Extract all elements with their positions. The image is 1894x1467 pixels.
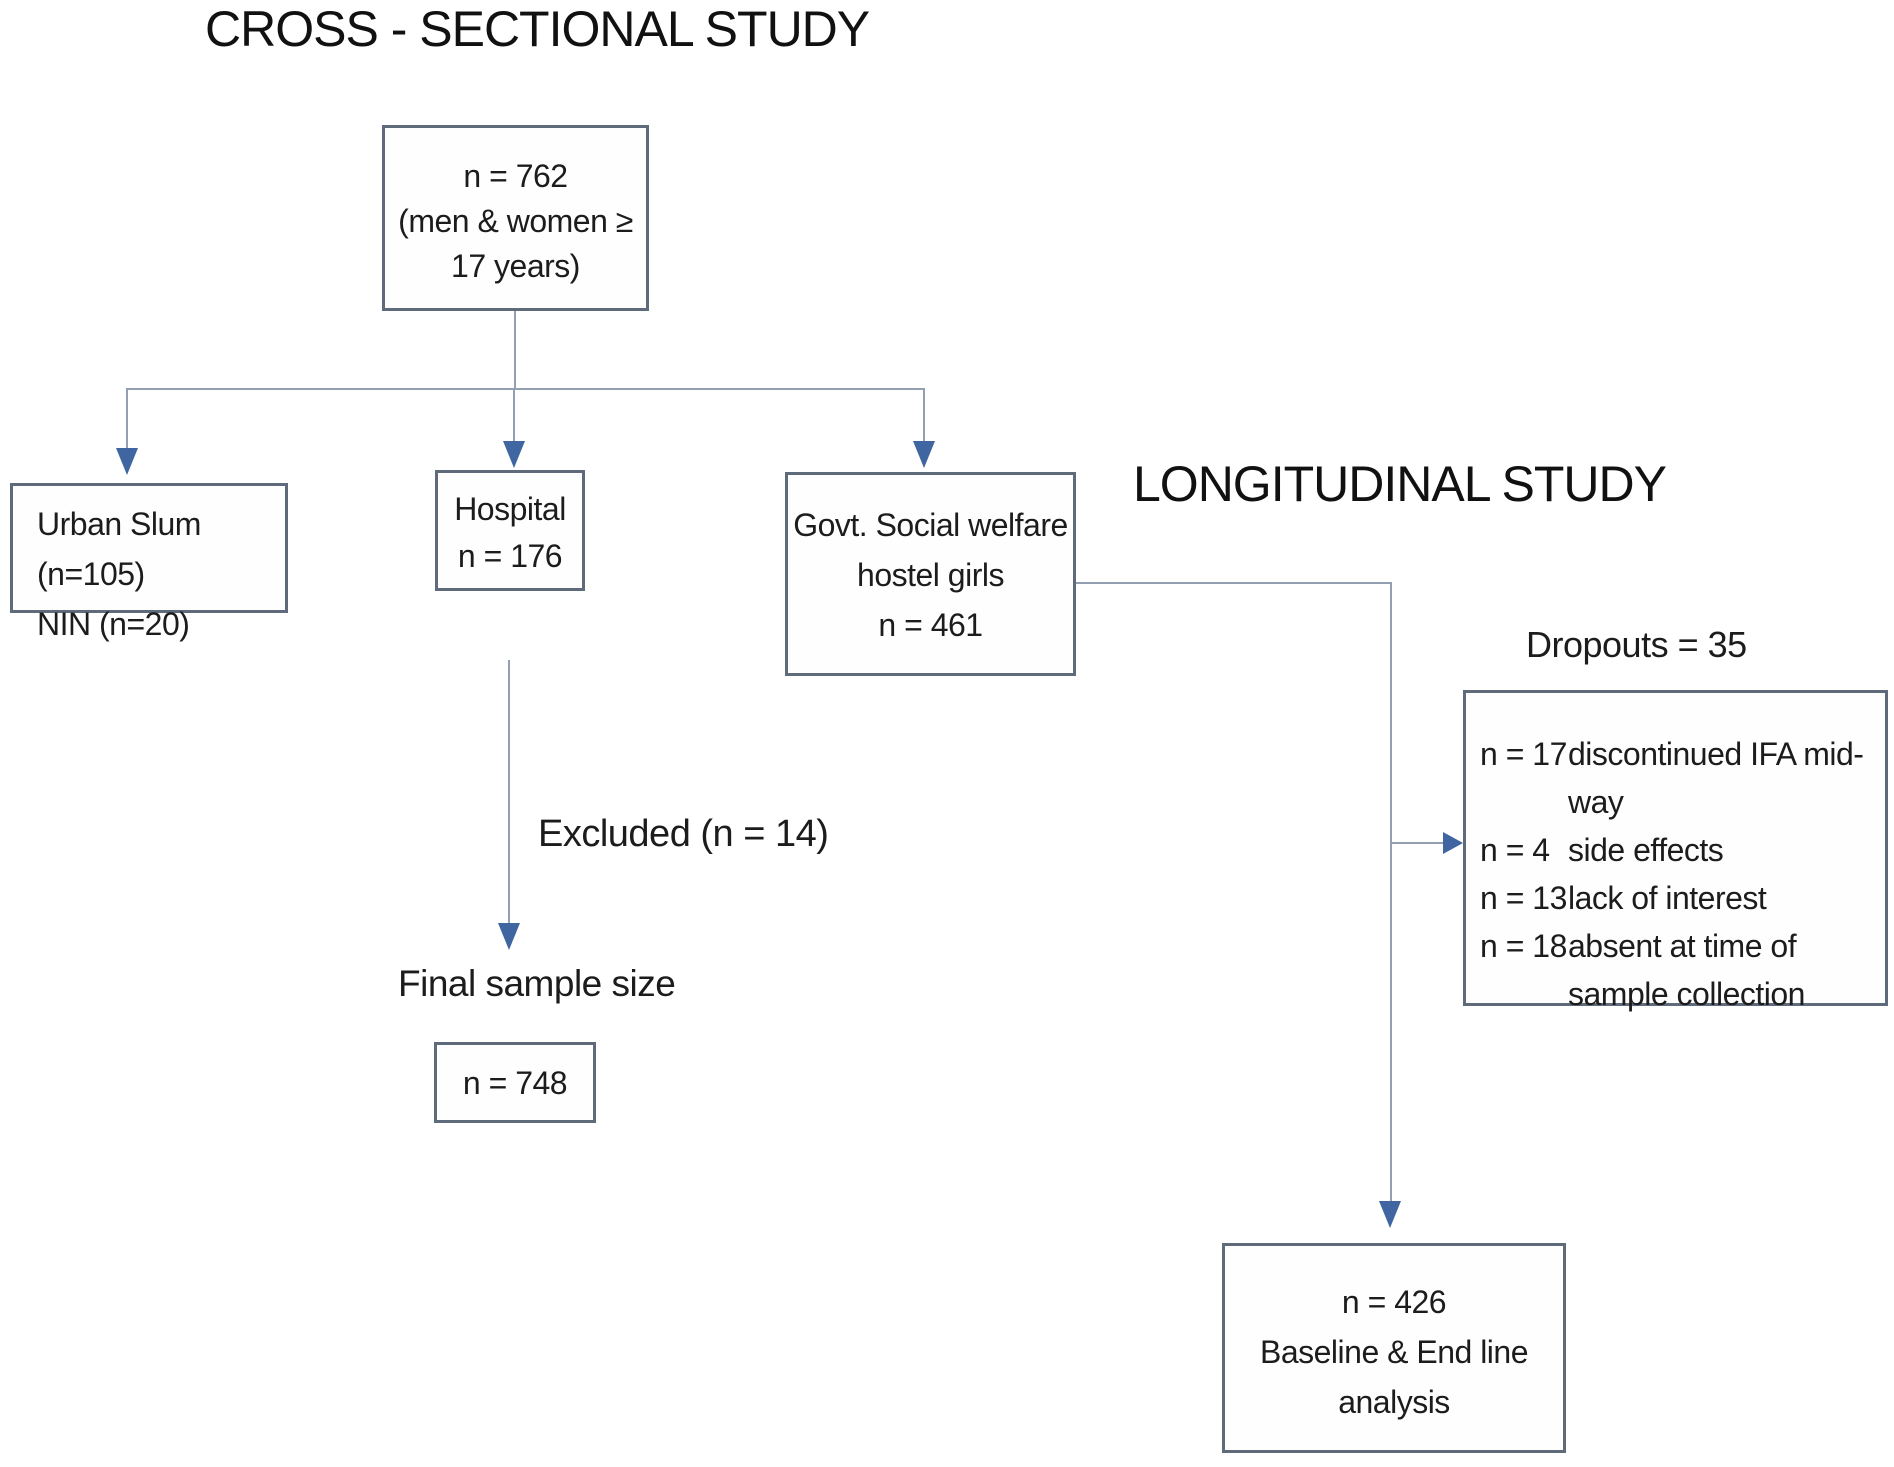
arrowhead-to-final-sample (498, 923, 520, 950)
arrowhead-to-baseline (1379, 1201, 1401, 1228)
dropout-row-n: n = 13 (1480, 880, 1567, 916)
hostel-girls-line2: hostel girls (857, 557, 1004, 593)
baseline-endline-box: n = 426 Baseline & End line analysis (1222, 1243, 1566, 1453)
arrowhead-to-hostel (913, 441, 935, 468)
cross-sectional-study-title: CROSS - SECTIONAL STUDY (205, 1, 870, 57)
longitudinal-study-title: LONGITUDINAL STUDY (1133, 456, 1667, 512)
connector-drop-hostel (923, 388, 925, 441)
dropout-row-reason: discontinued IFA mid-way (1568, 736, 1864, 820)
arrowhead-to-hospital (503, 441, 525, 468)
baseline-endline-line3: analysis (1338, 1384, 1450, 1420)
final-sample-n: n = 748 (462, 1065, 568, 1101)
hostel-girls-n: n = 461 (878, 607, 983, 643)
total-sample-box: n = 762 (men & women ≥ 17 years) (382, 125, 649, 311)
connector-drop-urban (126, 388, 128, 448)
dropout-row-n-empty (1480, 970, 1568, 1018)
final-sample-box: n = 748 (434, 1042, 596, 1123)
dropouts-box: n = 17 discontinued IFA mid-way n = 4 si… (1463, 690, 1888, 1012)
dropout-row: n = 18 absent at time of (1480, 922, 1875, 970)
hospital-box: Hospital n = 176 (435, 470, 585, 591)
connector-hospital-final (508, 660, 510, 923)
dropout-row-n: n = 17 (1480, 736, 1567, 772)
dropout-row-reason: lack of interest (1568, 880, 1767, 916)
dropouts-label: Dropouts = 35 (1526, 624, 1747, 665)
dropout-row: n = 17 discontinued IFA mid-way (1480, 730, 1875, 826)
arrowhead-to-dropouts (1443, 832, 1463, 854)
dropout-row-reason: side effects (1568, 832, 1724, 868)
connector-branch-bar (126, 388, 925, 390)
urban-slum-line2: NIN (n=20) (37, 606, 190, 642)
hostel-girls-line1: Govt. Social welfare (793, 507, 1068, 543)
connector-dropouts-branch (1390, 842, 1444, 844)
dropout-row-reason-cont: sample collection (1568, 976, 1805, 1012)
final-sample-size-label: Final sample size (398, 963, 676, 1004)
hospital-line2: n = 176 (457, 538, 563, 574)
dropout-row-continuation: sample collection (1480, 970, 1875, 1018)
dropout-row: n = 13 lack of interest (1480, 874, 1875, 922)
hospital-line1: Hospital (454, 491, 566, 527)
connector-longitudinal-stem (1390, 582, 1392, 1201)
total-sample-desc-line1: (men & women ≥ (398, 203, 633, 239)
baseline-endline-n: n = 426 (1341, 1284, 1447, 1320)
hostel-girls-box: Govt. Social welfare hostel girls n = 46… (785, 472, 1076, 676)
total-sample-n: n = 762 (463, 158, 568, 194)
total-sample-desc-line2: 17 years) (451, 248, 580, 284)
urban-slum-box: Urban Slum (n=105) NIN (n=20) (10, 483, 288, 642)
excluded-label: Excluded (n = 14) (538, 813, 829, 855)
dropout-row-reason: absent at time of (1568, 928, 1797, 964)
connector-total-stem (514, 311, 516, 388)
arrowhead-to-urban-slum (116, 448, 138, 475)
urban-slum-line1: Urban Slum (n=105) (37, 506, 201, 592)
dropout-row-n: n = 4 (1480, 832, 1550, 868)
connector-drop-hospital (513, 388, 515, 441)
dropout-row-n: n = 18 (1480, 928, 1567, 964)
baseline-endline-line2: Baseline & End line (1259, 1334, 1529, 1370)
connector-hostel-right (1076, 582, 1391, 584)
dropout-row: n = 4 side effects (1480, 826, 1875, 874)
